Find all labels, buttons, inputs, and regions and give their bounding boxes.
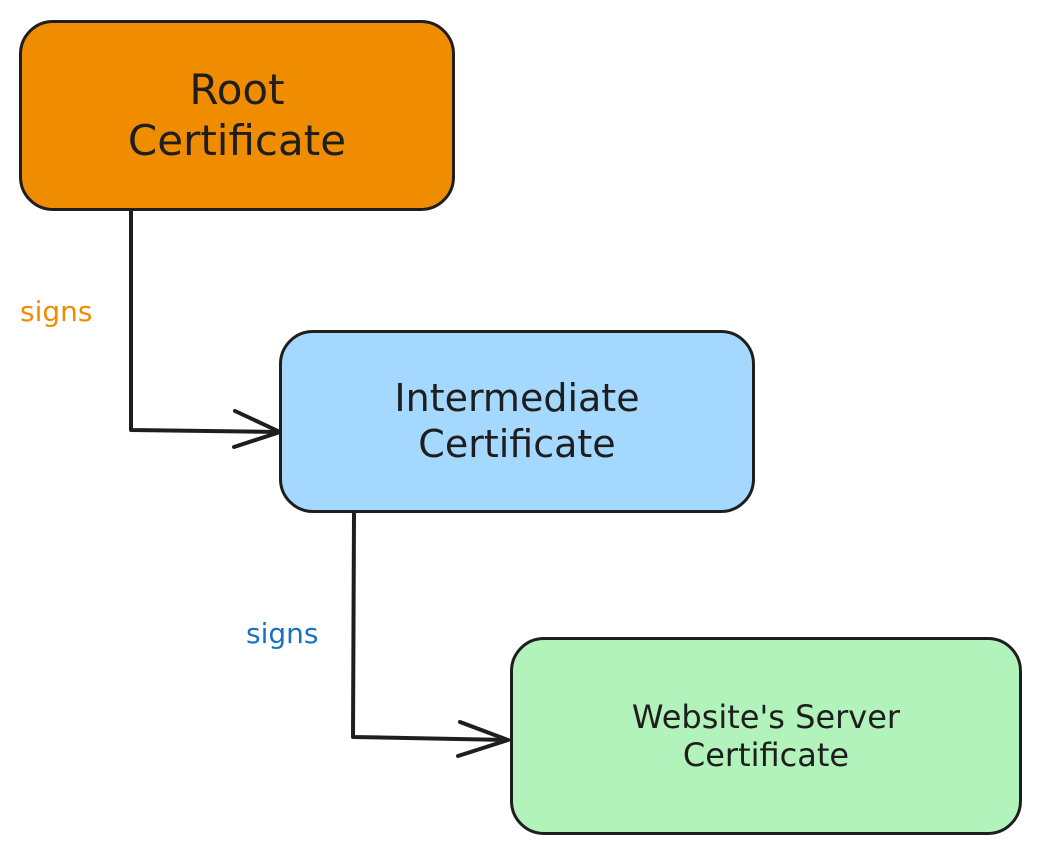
root-certificate-node[interactable]: Root Certificate bbox=[19, 20, 455, 211]
node-label-line: Certificate bbox=[127, 115, 347, 165]
edge-label-signs-intermediate: signs bbox=[246, 617, 319, 650]
edge-label-signs-root: signs bbox=[20, 295, 93, 328]
node-label-line: Website's Server bbox=[631, 697, 901, 736]
node-label-line: Root bbox=[189, 65, 285, 115]
edge-intermediate-to-website bbox=[351, 512, 510, 742]
website-server-certificate-node[interactable]: Website's Server Certificate bbox=[510, 637, 1022, 835]
arrowhead-intermediate-to-website bbox=[456, 720, 510, 758]
node-label-line: Certificate bbox=[682, 736, 850, 774]
intermediate-certificate-node[interactable]: Intermediate Certificate bbox=[279, 330, 755, 513]
node-label-line: Certificate bbox=[418, 421, 616, 466]
node-label-line: Intermediate bbox=[394, 375, 640, 420]
arrowhead-root-to-intermediate bbox=[232, 409, 282, 449]
edge-root-to-intermediate bbox=[129, 206, 282, 434]
